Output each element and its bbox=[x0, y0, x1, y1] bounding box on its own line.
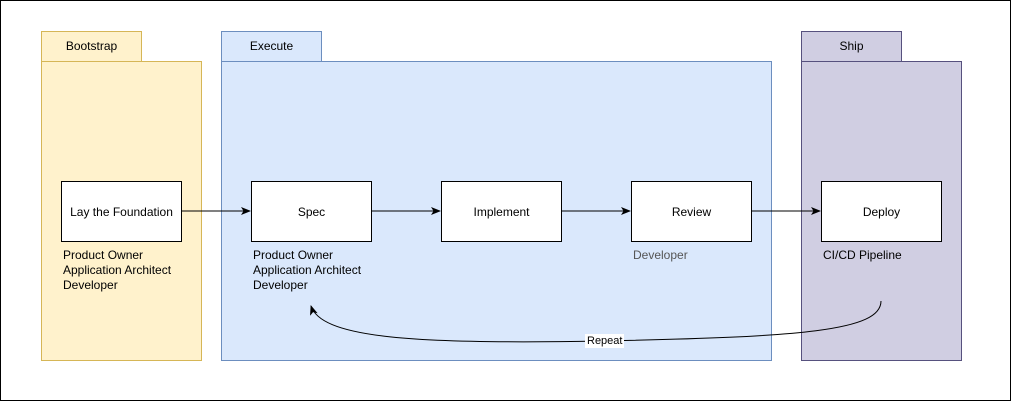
node-review: Review bbox=[631, 181, 752, 242]
roles-review: Developer bbox=[633, 248, 688, 263]
phase-tab-execute: Execute bbox=[221, 31, 322, 62]
node-lay-the-foundation: Lay the Foundation bbox=[61, 181, 182, 242]
phase-tab-ship: Ship bbox=[801, 31, 902, 62]
phase-tab-bootstrap: Bootstrap bbox=[41, 31, 142, 62]
role-label: CI/CD Pipeline bbox=[823, 248, 902, 262]
roles-deploy: CI/CD Pipeline bbox=[823, 248, 902, 263]
repeat-label: Repeat bbox=[585, 334, 625, 348]
node-spec: Spec bbox=[251, 181, 372, 242]
node-deploy: Deploy bbox=[821, 181, 942, 242]
role-label: Application Architect bbox=[63, 263, 172, 277]
role-label: Product Owner bbox=[63, 248, 144, 262]
role-label: Developer bbox=[633, 248, 688, 262]
role-label: Product Owner bbox=[253, 248, 334, 262]
role-label: Developer bbox=[253, 278, 308, 292]
role-label: Developer bbox=[63, 278, 118, 292]
role-label: Application Architect bbox=[253, 263, 362, 277]
node-implement: Implement bbox=[441, 181, 562, 242]
roles-spec: Product Owner Application Architect Deve… bbox=[253, 248, 361, 293]
roles-foundation: Product Owner Application Architect Deve… bbox=[63, 248, 171, 293]
